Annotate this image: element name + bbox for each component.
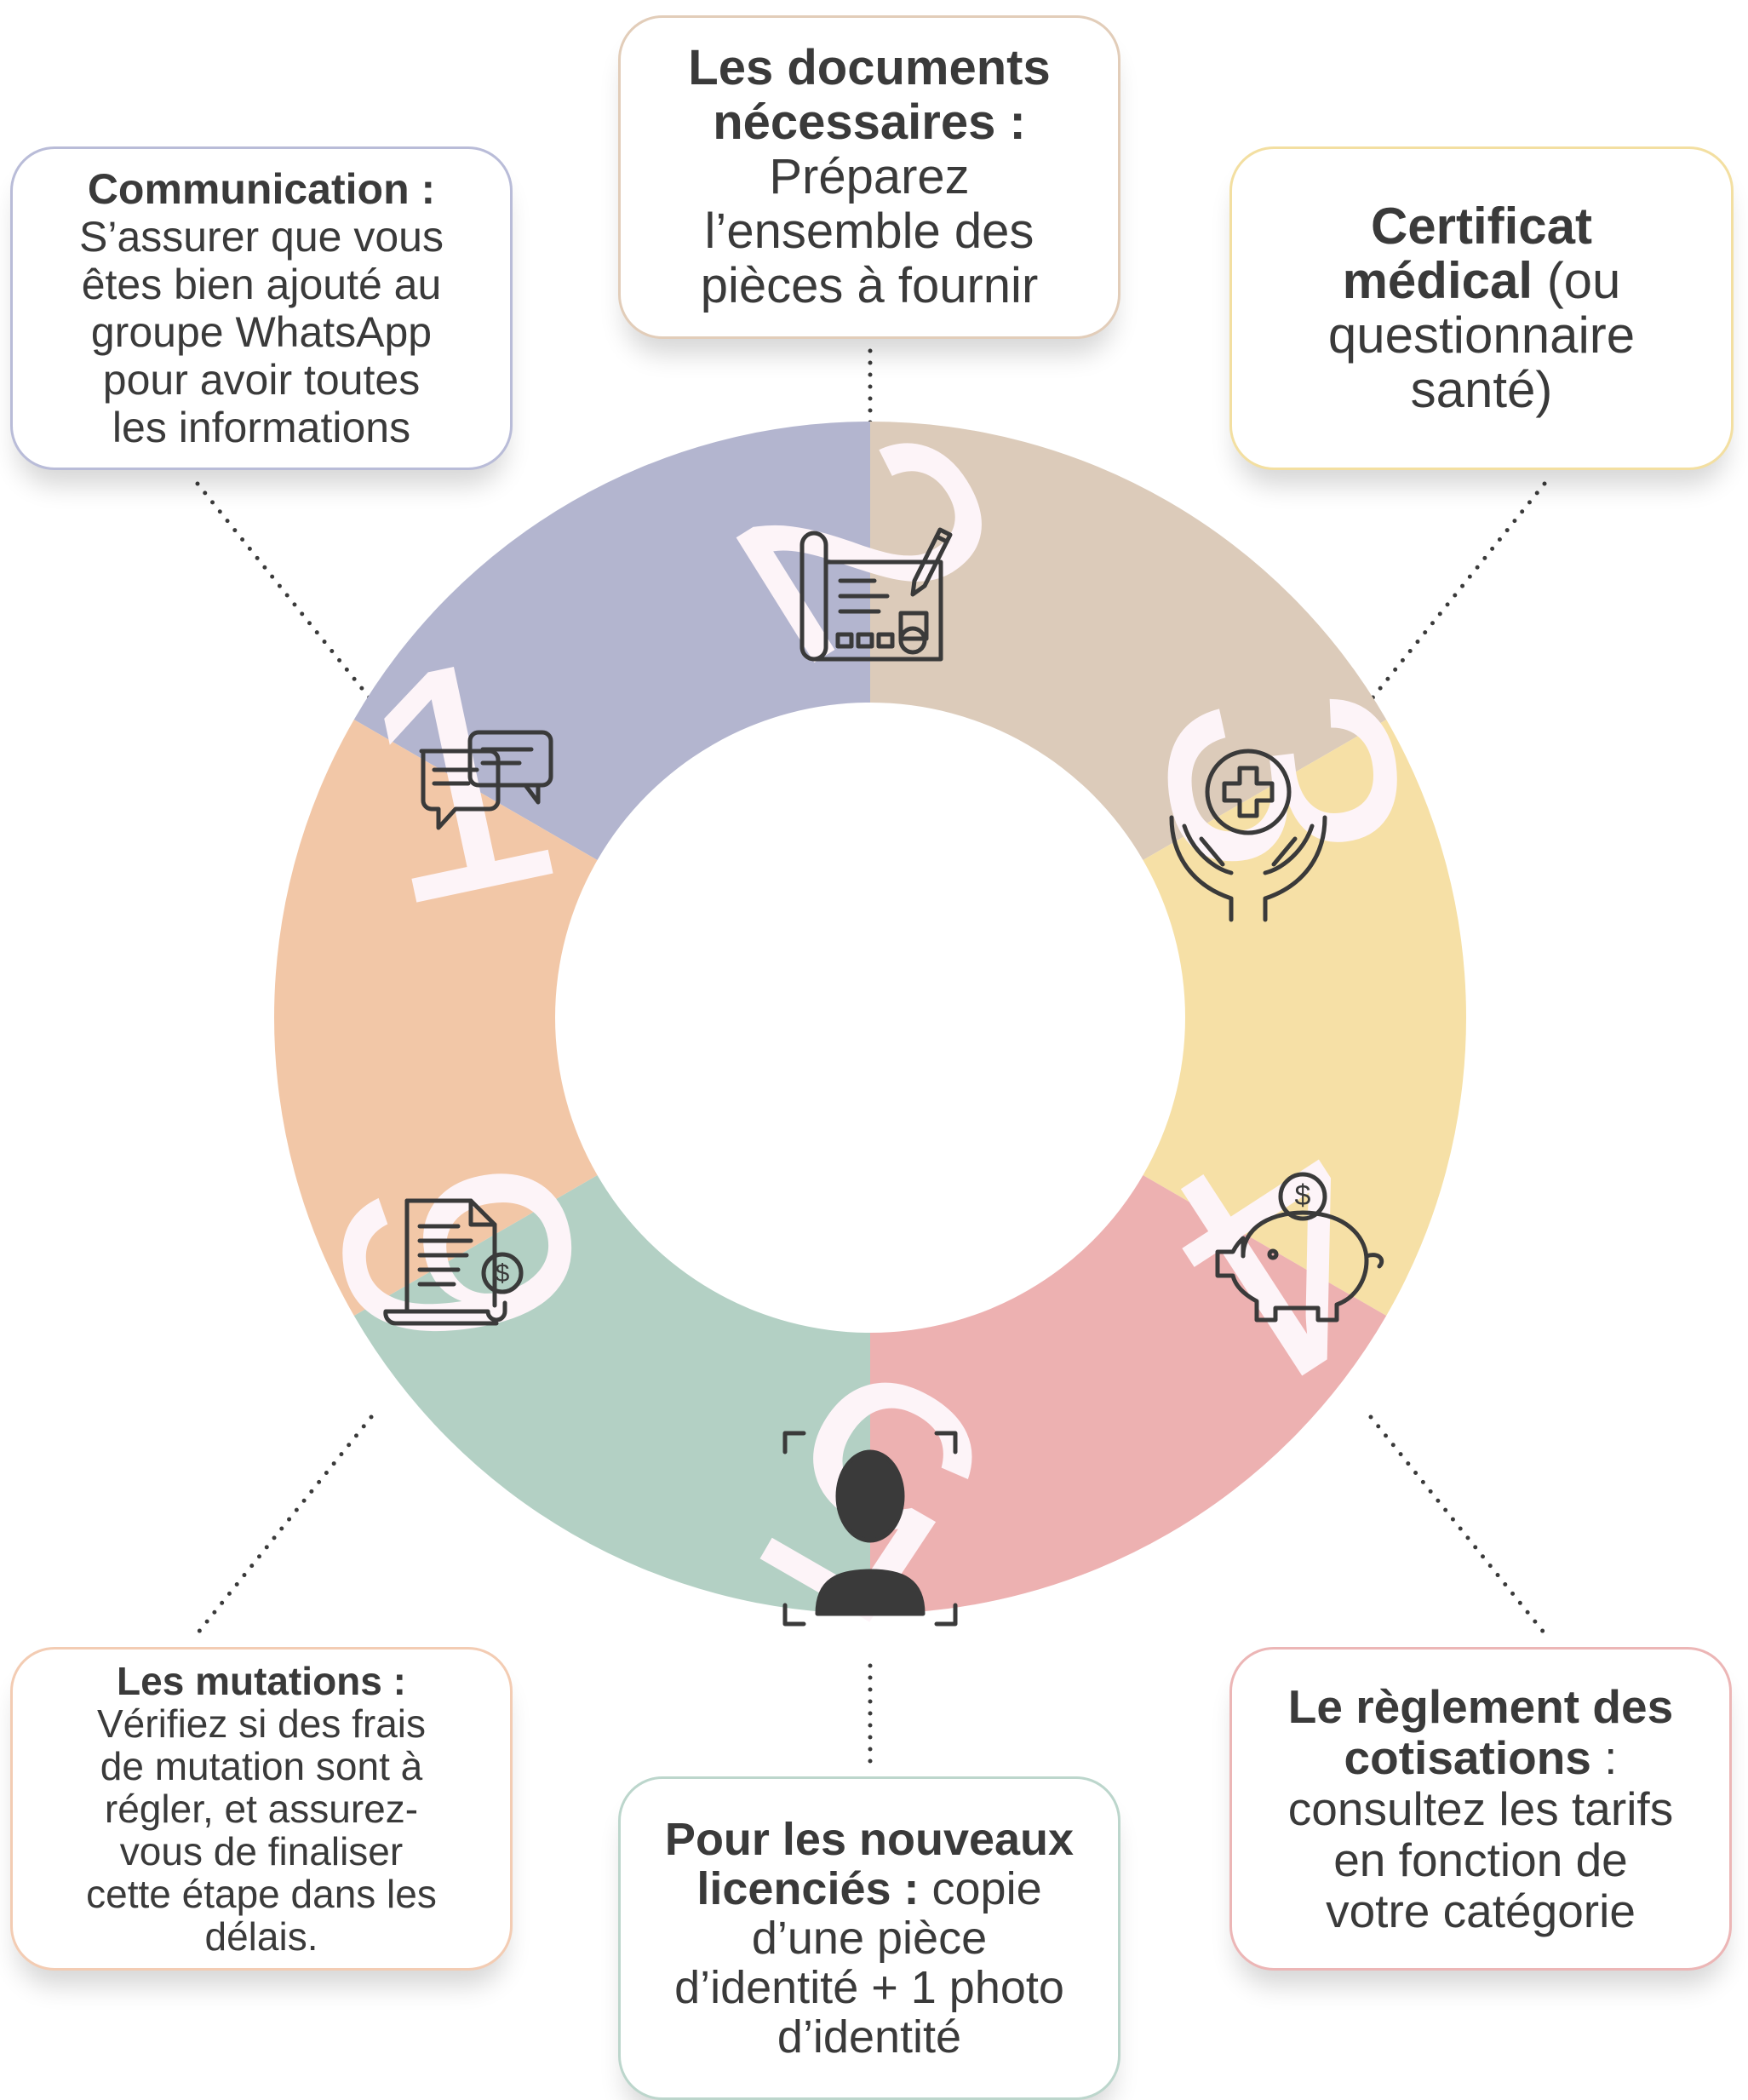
documents-title-2: nécessaires :	[713, 95, 1026, 150]
cotisations-text-1: consultez les tarifs	[1287, 1782, 1674, 1835]
communication-text-2: êtes bien ajouté au	[81, 261, 442, 308]
hands-medical-cross-icon	[1169, 749, 1327, 922]
communication-text-5: les informations	[112, 404, 411, 451]
svg-text:$: $	[1295, 1179, 1311, 1212]
documents-text-2: l’ensemble des	[704, 204, 1034, 259]
mutations-title: Les mutations :	[117, 1659, 406, 1703]
mutations-text-3: régler, et assurez-	[104, 1787, 419, 1831]
ring-segment-4	[870, 1175, 1387, 1614]
nouveaux-title-2: licenciés :	[696, 1863, 920, 1914]
communication-title: Communication :	[87, 165, 436, 213]
documents-card: Les documents nécessaires : Préparez l’e…	[618, 15, 1120, 339]
nouveaux-rest: copie	[919, 1863, 1042, 1914]
cotisations-title-1: Le règlement des	[1287, 1680, 1674, 1733]
mutations-text-1: Vérifiez si des frais	[96, 1701, 426, 1746]
person-photo-frame-icon	[782, 1431, 958, 1627]
ring-segment-5	[353, 1175, 870, 1614]
blueprint-pencil-icon	[799, 527, 953, 662]
connector-communication	[195, 481, 374, 703]
certificat-text-1: questionnaire	[1327, 307, 1636, 364]
ring-segment-6	[274, 720, 598, 1316]
invoice-dollar-icon: $	[383, 1198, 524, 1326]
nouveaux-text-1: d’une pièce	[751, 1913, 988, 1964]
communication-card: Communication : S’assurer que vous êtes …	[10, 146, 513, 470]
documents-title-1: Les documents	[688, 40, 1051, 95]
piggy-bank-coin-icon: $	[1215, 1172, 1384, 1323]
cotisations-text-3: votre catégorie	[1326, 1885, 1636, 1937]
mutations-text-5: cette étape dans les	[86, 1872, 437, 1916]
communication-text-1: S’assurer que vous	[78, 213, 444, 261]
mutations-text-6: délais.	[204, 1914, 318, 1959]
nouveaux-text-2: d’identité + 1 photo	[674, 1962, 1064, 2013]
mutations-card: Les mutations : Vérifiez si des frais de…	[10, 1647, 513, 1971]
communication-text-4: pour avoir toutes	[102, 356, 421, 404]
nouveaux-licencies-card: Pour les nouveaux licenciés : copie d’un…	[618, 1776, 1120, 2100]
cotisations-suffix: :	[1590, 1731, 1618, 1784]
connector-cotisations	[1368, 1414, 1547, 1636]
cotisations-title-2: cotisations	[1344, 1731, 1591, 1784]
certificat-card: Certificat médical (ou questionnaire san…	[1229, 146, 1734, 470]
certificat-title-2: médical	[1342, 252, 1533, 309]
segment-icons: $$	[383, 527, 1384, 1627]
documents-text-1: Préparez	[769, 149, 970, 204]
mutations-text-2: de mutation sont à	[100, 1744, 423, 1788]
mutations-text-4: vous de finaliser	[119, 1829, 404, 1873]
certificat-suffix: (ou	[1533, 252, 1621, 309]
certificat-title-1: Certificat	[1370, 198, 1593, 255]
communication-text-3: groupe WhatsApp	[90, 308, 433, 356]
documents-text-3: pièces à fournir	[700, 258, 1039, 313]
chat-bubbles-icon	[419, 730, 553, 830]
svg-text:$: $	[496, 1259, 510, 1288]
connector-certificat	[1368, 481, 1547, 703]
certificat-text-2: santé)	[1410, 361, 1553, 418]
nouveaux-text-3: d’identité	[777, 2011, 962, 2063]
cotisations-text-2: en fonction de	[1333, 1833, 1628, 1886]
nouveaux-title-1: Pour les nouveaux	[664, 1814, 1075, 1865]
cotisations-card: Le règlement des cotisations : consultez…	[1229, 1647, 1732, 1971]
connector-mutations	[195, 1414, 374, 1636]
